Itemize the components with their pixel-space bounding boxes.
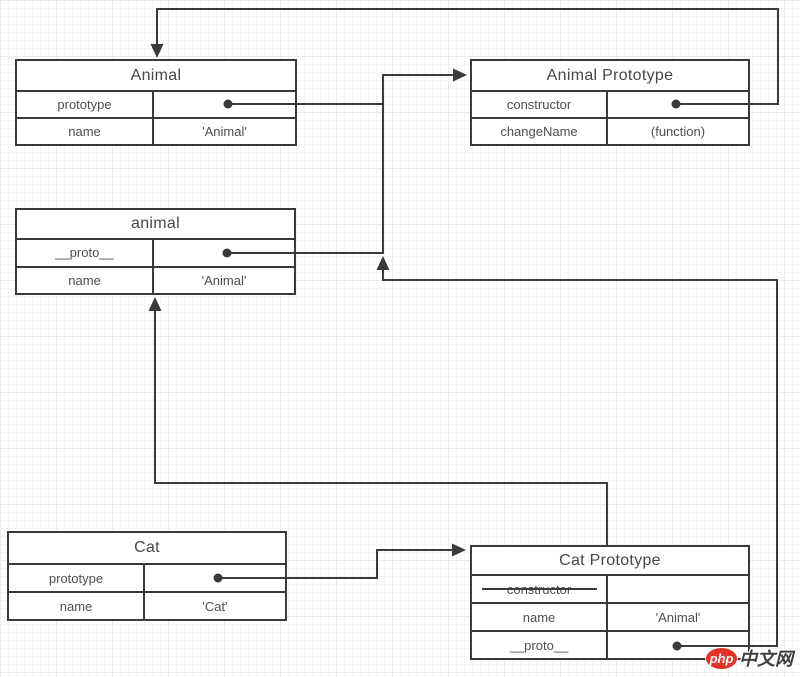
property-key: constructor <box>472 92 608 117</box>
property-value: 'Cat' <box>202 598 228 614</box>
property-key: __proto__ <box>17 240 154 266</box>
property-row: constructor <box>472 574 748 602</box>
property-value: 'Animal' <box>202 124 247 139</box>
box-title: animal <box>131 215 180 232</box>
property-value <box>608 576 748 602</box>
property-key: name <box>9 593 145 619</box>
box-animal-instance: animal __proto__ name 'Animal' <box>15 208 296 295</box>
property-key: name <box>17 119 154 144</box>
arrowhead-up-into-animal-instance <box>148 297 162 311</box>
edge-cat-prototype-to-animal-instance <box>154 309 608 545</box>
property-row: name 'Animal' <box>17 265 294 293</box>
property-row: __proto__ <box>17 238 294 266</box>
property-row: name 'Cat' <box>9 591 285 619</box>
property-key: changeName <box>472 119 608 144</box>
property-value <box>154 240 294 266</box>
property-key: __proto__ <box>472 632 608 658</box>
property-key: prototype <box>9 565 145 591</box>
box-title: Cat Prototype <box>559 551 661 569</box>
property-key: name <box>17 267 154 293</box>
watermark-site-name: 中文网 <box>739 649 793 669</box>
arrowhead-right-into-animal-prototype <box>453 68 467 82</box>
box-title: Cat <box>134 539 160 556</box>
arrowhead-right-into-cat-prototype <box>452 543 466 557</box>
property-key: prototype <box>17 92 154 117</box>
property-key-struck: constructor <box>472 576 608 602</box>
property-row: name 'Animal' <box>472 602 748 630</box>
property-value <box>154 92 295 117</box>
arrowhead-up-riser <box>376 256 390 270</box>
property-value: (function) <box>650 124 706 139</box>
property-value: 'Animal' <box>201 272 247 288</box>
box-animal-class: Animal prototype name 'Animal' <box>15 59 297 146</box>
strikethrough-line <box>482 588 597 590</box>
property-value <box>145 565 285 591</box>
box-cat-prototype: Cat Prototype constructor name 'Animal' … <box>470 545 750 660</box>
php-logo-badge: php <box>706 647 737 669</box>
watermark: php 中文网 <box>706 645 793 671</box>
property-value: 'Animal' <box>655 609 701 625</box>
box-animal-prototype: Animal Prototype constructor changeName … <box>470 59 750 146</box>
box-title: Animal Prototype <box>546 66 674 84</box>
property-row: changeName (function) <box>472 117 748 144</box>
arrowhead-down-into-animal <box>150 44 164 58</box>
property-row: prototype <box>9 563 285 591</box>
box-cat-class: Cat prototype name 'Cat' <box>7 531 287 621</box>
property-key: name <box>472 604 608 630</box>
box-title: Animal <box>130 66 182 84</box>
property-value <box>608 92 748 117</box>
property-row: prototype <box>17 90 295 117</box>
property-row: name 'Animal' <box>17 117 295 144</box>
property-row: constructor <box>472 90 748 117</box>
